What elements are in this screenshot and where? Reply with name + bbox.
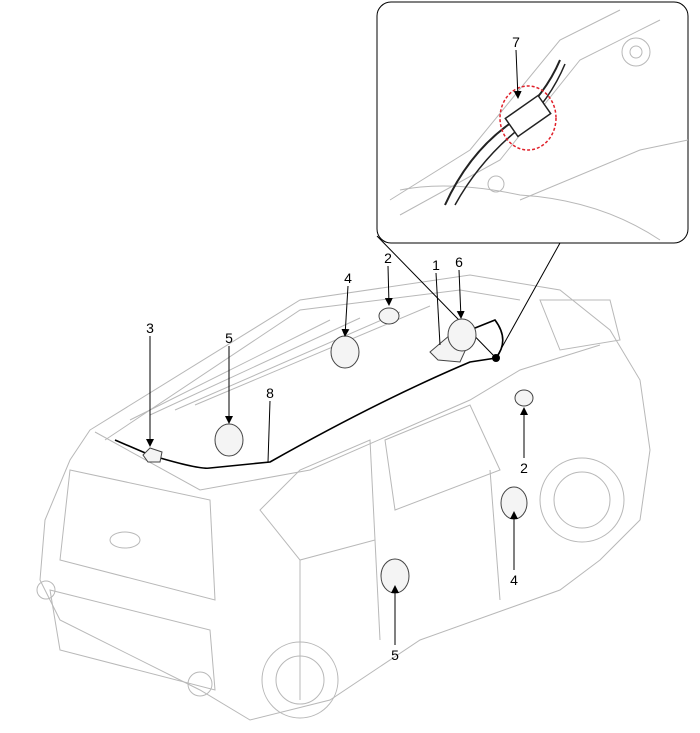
rear-door-speaker-left bbox=[214, 423, 244, 457]
label-6: 6 bbox=[455, 254, 463, 270]
car-outline bbox=[36, 274, 651, 721]
label-3: 3 bbox=[146, 320, 154, 336]
label-4-right: 4 bbox=[510, 572, 518, 588]
wiring-harness bbox=[149, 319, 504, 470]
tweeter-front-right bbox=[514, 389, 534, 407]
leader-lines bbox=[146, 49, 528, 645]
harness-connection-dot bbox=[492, 354, 500, 362]
components bbox=[142, 307, 534, 594]
connector-highlight-circle bbox=[499, 85, 557, 151]
antenna-rod bbox=[114, 439, 151, 456]
tweeter-front-left bbox=[378, 307, 400, 325]
label-2-right: 2 bbox=[520, 460, 528, 476]
detail-inset bbox=[376, 1, 689, 359]
antenna bbox=[142, 447, 163, 463]
label-5-left: 5 bbox=[225, 330, 233, 346]
label-1: 1 bbox=[432, 257, 440, 273]
label-4-left: 4 bbox=[344, 270, 352, 286]
subwoofer bbox=[447, 318, 477, 352]
label-2-left: 2 bbox=[384, 250, 392, 266]
front-door-speaker-left bbox=[330, 335, 360, 369]
label-7: 7 bbox=[512, 34, 520, 50]
label-5-right: 5 bbox=[391, 647, 399, 663]
label-8: 8 bbox=[266, 385, 274, 401]
